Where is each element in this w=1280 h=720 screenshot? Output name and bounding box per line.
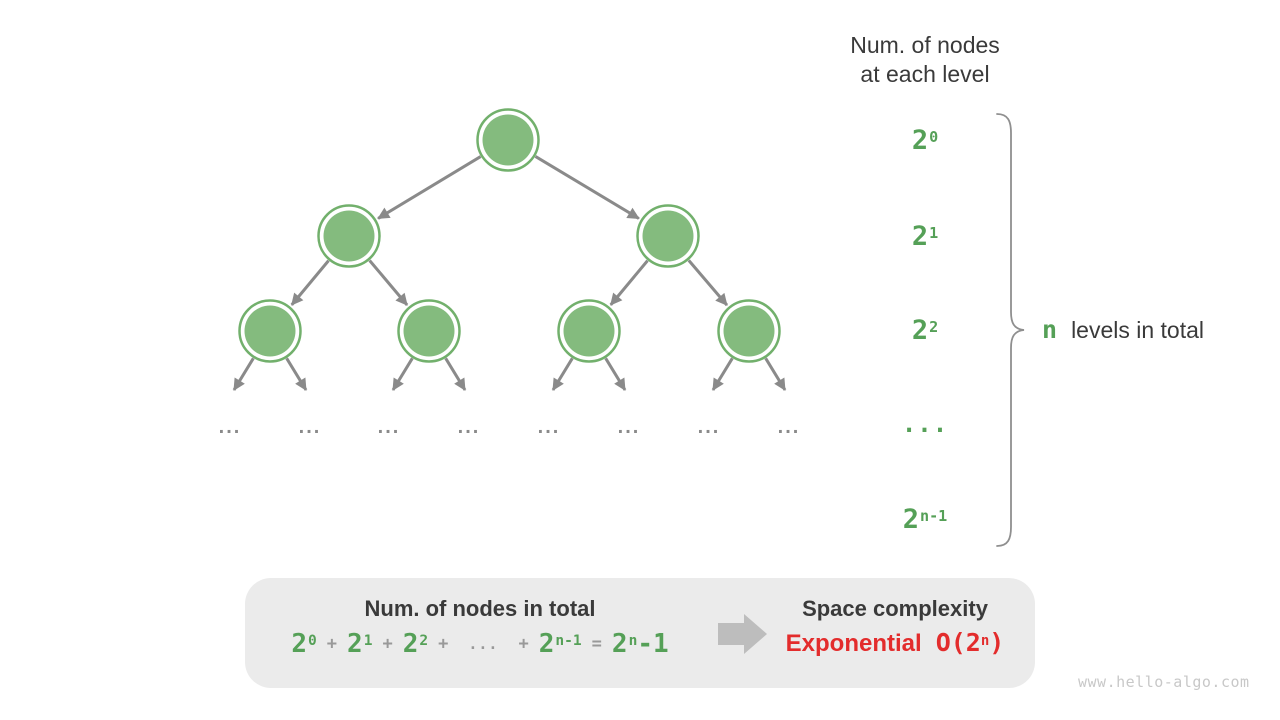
tree-edge	[232, 357, 255, 391]
level-label-0-sup: 0	[929, 127, 939, 146]
tree-node	[642, 210, 694, 262]
tree-edge	[444, 357, 467, 391]
level-label-2: 22	[865, 317, 985, 348]
space-complexity-title: Space complexity	[802, 596, 988, 621]
subtree-ellipsis: ...	[457, 416, 481, 438]
tree-edge	[534, 155, 640, 220]
tree-node	[563, 305, 615, 357]
level-label-n-minus-1-base: 2	[902, 504, 919, 535]
formula-term: 21	[347, 629, 373, 659]
space-complexity-column: Space complexity Exponential O(2n)	[755, 596, 1035, 662]
tree-edge	[290, 259, 330, 306]
tree-edge	[764, 357, 787, 391]
tree-edge	[609, 259, 649, 306]
level-label-1-base: 2	[911, 221, 929, 252]
formula-operator: +	[518, 634, 529, 654]
column-heading-line1: Num. of nodes	[850, 32, 1000, 58]
level-label-2-sup: 2	[929, 317, 939, 336]
level-label-0-base: 2	[911, 125, 929, 156]
level-label-ellipsis: ...	[901, 410, 949, 438]
subtree-ellipsis: ...	[617, 416, 641, 438]
tree-edge	[285, 357, 308, 391]
tree-edges	[232, 155, 787, 391]
level-label-1: 21	[865, 223, 985, 254]
formula-operator: +	[326, 634, 338, 654]
tree-node	[723, 305, 775, 357]
column-heading: Num. of nodes at each level	[800, 31, 1050, 89]
formula-term-exponent: n-1	[555, 632, 582, 650]
space-complexity-value: Exponential O(2n)	[755, 628, 1035, 662]
tree-nodes	[238, 108, 781, 363]
levels-total-text: levels in total	[1071, 317, 1205, 343]
total-nodes-title: Num. of nodes in total	[364, 596, 596, 621]
tree-edge	[391, 357, 414, 391]
level-label-n-minus-1-sup: n-1	[919, 506, 948, 525]
formula-term: 2n	[611, 629, 638, 659]
subtree-ellipsis: ...	[298, 416, 322, 438]
formula-term-exponent: 2	[419, 632, 429, 650]
big-o-sup: n	[980, 632, 990, 649]
levels-total-n: n	[1042, 315, 1058, 344]
column-heading-line2: at each level	[860, 61, 990, 87]
tree-node	[403, 305, 455, 357]
complexity-class-label: Exponential	[785, 630, 922, 657]
formula-term-exponent: n	[628, 632, 638, 650]
formula-term: 22	[402, 629, 429, 659]
level-label-n-minus-1: 2n-1	[865, 506, 985, 537]
formula-operator: +	[382, 634, 393, 654]
levels-total-note: n levels in total	[1042, 315, 1204, 344]
level-label-2-base: 2	[911, 315, 929, 346]
subtree-ellipsis: ...	[777, 416, 801, 438]
tree-edge	[368, 259, 409, 306]
tree-edge	[551, 357, 574, 391]
implies-arrow-icon	[718, 623, 744, 645]
total-nodes-formula: 20+21+22+...+2n-1=2n-1	[245, 627, 715, 665]
big-o-pre: O(2	[935, 628, 981, 657]
subtree-ellipsis: ...	[537, 416, 561, 438]
subtree-ellipsis: ...	[377, 416, 401, 438]
formula-operator: =	[591, 634, 602, 654]
subtree-ellipsis: ...	[697, 416, 721, 438]
formula-term-exponent: 0	[308, 632, 317, 650]
watermark: www.hello-algo.com	[1078, 673, 1250, 691]
formula-operator: ...	[468, 635, 499, 653]
level-label-1-sup: 1	[929, 223, 939, 242]
formula-operator: +	[438, 634, 449, 654]
big-o-post: )	[989, 628, 1005, 657]
subtree-ellipsis: ...	[218, 416, 242, 438]
formula-term: 2n-1	[538, 629, 582, 659]
formula-term-exponent: 1	[363, 632, 373, 650]
level-label-0: 20	[865, 127, 985, 158]
summary-box: Num. of nodes in total 20+21+22+...+2n-1…	[245, 578, 1035, 688]
tree-edge	[377, 155, 482, 220]
total-nodes-column: Num. of nodes in total 20+21+22+...+2n-1…	[245, 596, 715, 665]
levels-brace	[996, 113, 1025, 547]
formula-term: 20	[291, 629, 317, 659]
tree-node	[482, 114, 534, 166]
tree-node	[244, 305, 296, 357]
tree-node	[323, 210, 375, 262]
tree-edge	[604, 357, 627, 391]
implies-arrow-icon-head	[744, 614, 767, 654]
formula-term: -1	[637, 629, 669, 659]
tree-edge	[711, 357, 734, 391]
big-o-notation: O(2n)	[936, 628, 1005, 657]
tree-edge	[687, 259, 729, 307]
